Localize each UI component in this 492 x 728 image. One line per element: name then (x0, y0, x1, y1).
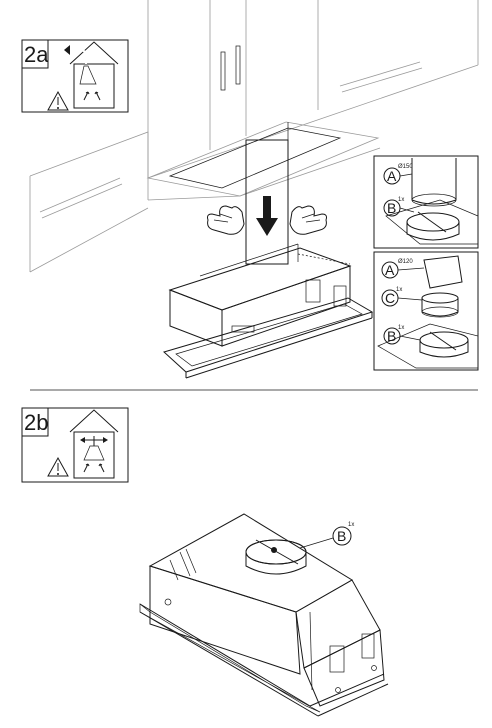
hood-unit-2a (163, 243, 374, 379)
right-hand-icon (289, 205, 327, 235)
callout-b-150: B 1x (383, 197, 415, 217)
detail-panel-150: A Ø150 B 1x (373, 155, 479, 249)
svg-text:A: A (385, 262, 395, 278)
svg-text:1x: 1x (348, 522, 354, 528)
svg-text:A: A (387, 168, 397, 184)
svg-text:1x: 1x (398, 325, 404, 331)
warning-triangle-icon (47, 90, 69, 111)
callout-a-150: A (383, 167, 413, 185)
left-hand-icon (207, 205, 245, 235)
callout-b-120: B 1x (383, 325, 421, 345)
callout-b-2b: B 1x (299, 522, 354, 549)
step-2a-label: 2a (24, 42, 49, 67)
step-2a-label-box (21, 39, 49, 69)
callout-a-120: A (381, 261, 425, 279)
house-duct-icon (64, 41, 119, 109)
step-2b-label-box (21, 407, 49, 437)
svg-text:C: C (385, 290, 395, 306)
diameter-120-label: Ø120 (398, 259, 413, 265)
down-arrow-icon (256, 196, 278, 236)
cabinet-handle-right (235, 45, 241, 85)
warning-triangle-icon (47, 456, 69, 477)
step-2a-icon-panel: 2a (21, 39, 129, 113)
svg-text:B: B (387, 328, 396, 344)
svg-text:B: B (337, 528, 346, 544)
callout-c-120: C 1x (381, 287, 423, 307)
step-2b-label: 2b (24, 410, 48, 435)
step-2b-icon-panel: 2b (21, 407, 129, 483)
cabinet-scene (29, 0, 479, 273)
exhaust-duct (245, 139, 289, 265)
hood-unit-2b (139, 513, 389, 717)
detail-panel-120: Ø120 A C 1x B 1x (373, 251, 479, 371)
house-recirculation-icon (69, 409, 119, 479)
svg-text:B: B (387, 200, 396, 216)
svg-text:1x: 1x (396, 287, 402, 293)
svg-text:1x: 1x (398, 197, 404, 203)
diameter-150-label: Ø150 (398, 164, 413, 170)
cabinet-handle-left (220, 51, 226, 91)
